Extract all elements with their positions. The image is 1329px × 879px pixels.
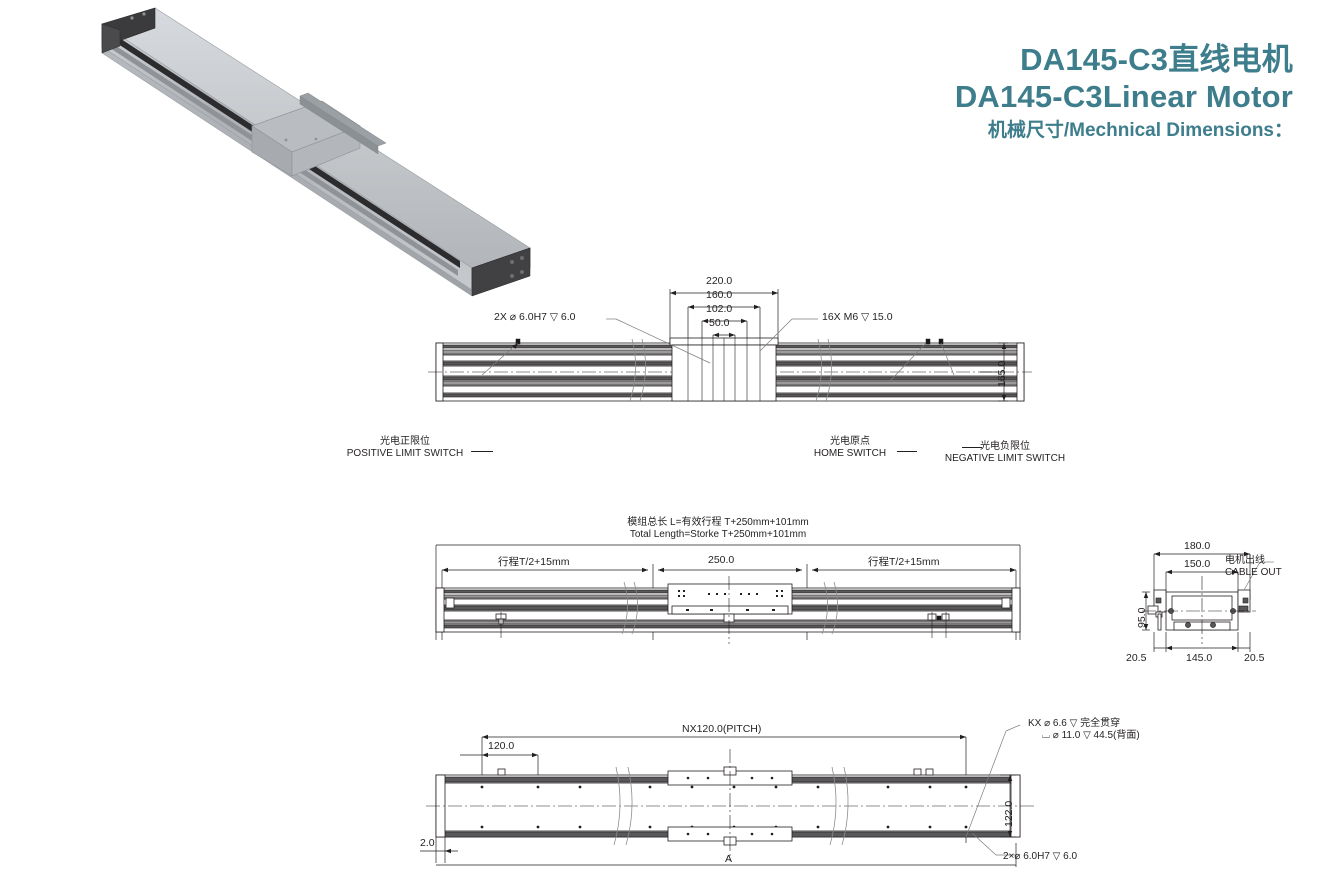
end-dim-95: 95.0	[1136, 607, 1148, 628]
page-title-en: DA145-C3Linear Motor	[954, 78, 1293, 114]
bottom-dim-label-a: A	[725, 853, 733, 865]
top-dim-165: 165.0	[996, 360, 1008, 387]
total-length-note: 模组总长 L=有效行程 T+250mm+101mm Total Length=S…	[603, 517, 833, 541]
product-photo	[60, 0, 590, 300]
end-dim-150: 150.0	[1184, 558, 1211, 570]
callout-home-switch-cn: 光电原点	[830, 436, 870, 447]
bottom-view-drawing: NX120.0(PITCH) 120.0 122.0 2.0 A	[420, 715, 1040, 875]
callout-cable-out-cn: 电机出线	[1225, 555, 1265, 566]
middle-dim-stroke-right: 行程T/2+15mm	[868, 556, 940, 568]
callout-cable-out: 电机出线 CABLE OUT	[1225, 555, 1282, 579]
callout-negative-limit-switch: 光电负限位 NEGATIVE LIMIT SWITCH	[937, 441, 1073, 465]
middle-dim-stroke-left: 行程T/2+15mm	[498, 556, 570, 568]
note-kx-counterbore: KX ⌀ 6.6 ▽ 完全贯穿 ⌴ ⌀ 11.0 ▽ 44.5(背面)	[1028, 718, 1140, 742]
top-dim-50: 50.0	[709, 317, 730, 329]
top-dim-220: 220.0	[706, 275, 733, 287]
bottom-dim-2: 2.0	[420, 837, 435, 849]
callout-home-leader-tick	[897, 451, 917, 452]
callout-negative-leader-tick	[962, 447, 982, 448]
end-view-drawing: 180.0 150.0 95.0 20.5 145.0 20.5	[1126, 540, 1310, 670]
top-dim-102: 102.0	[706, 303, 733, 315]
bottom-dim-122: 122.0	[1003, 800, 1015, 827]
callout-negative-limit-switch-cn: 光电负限位	[980, 441, 1030, 452]
callout-positive-leader-tick	[471, 451, 493, 452]
end-dim-20-5-right: 20.5	[1244, 652, 1265, 664]
callout-home-switch-en: HOME SWITCH	[813, 448, 887, 460]
title-block: DA145-C3直线电机 DA145-C3Linear Motor 机械尺寸/M…	[955, 42, 1293, 146]
callout-positive-limit-switch: 光电正限位 POSITIVE LIMIT SWITCH	[340, 436, 470, 460]
callout-positive-limit-switch-en: POSITIVE LIMIT SWITCH	[346, 448, 464, 460]
callout-home-switch: 光电原点 HOME SWITCH	[804, 436, 896, 460]
note-2x-dowel: 2X ⌀ 6.0H7 ▽ 6.0	[494, 311, 576, 323]
top-view-drawing: 220.0 160.0 102.0 50.0 165.0 2X ⌀ 6.0H7 …	[420, 275, 1040, 475]
callout-negative-limit-switch-en: NEGATIVE LIMIT SWITCH	[944, 453, 1066, 465]
top-dim-160: 160.0	[706, 289, 733, 301]
bottom-dim-120: 120.0	[488, 740, 515, 752]
end-dim-145: 145.0	[1186, 652, 1213, 664]
callout-cable-out-en: CABLE OUT	[1225, 567, 1282, 579]
callout-positive-limit-switch-cn: 光电正限位	[380, 436, 430, 447]
note-2x-dowel-bottom: 2×⌀ 6.0H7 ▽ 6.0	[1003, 851, 1078, 862]
page-title-cn: DA145-C3直线电机	[1020, 42, 1293, 77]
middle-dim-250: 250.0	[708, 554, 735, 566]
page-subtitle: 机械尺寸/Mechnical Dimensions：	[987, 120, 1293, 142]
total-length-note-en: Total Length=Storke T+250mm+101mm	[629, 529, 807, 541]
note-kx-line1: KX ⌀ 6.6 ▽ 完全贯穿	[1028, 718, 1121, 729]
bottom-dim-pitch: NX120.0(PITCH)	[682, 723, 762, 735]
middle-view-drawing: 行程T/2+15mm 250.0 行程T/2+15mm	[420, 540, 1040, 650]
total-length-note-cn: 模组总长 L=有效行程 T+250mm+101mm	[627, 517, 809, 528]
note-kx-line2: ⌴ ⌀ 11.0 ▽ 44.5(背面)	[1042, 730, 1140, 742]
note-16x-m6: 16X M6 ▽ 15.0	[822, 311, 893, 323]
end-dim-20-5-left: 20.5	[1126, 652, 1147, 664]
end-dim-180: 180.0	[1184, 540, 1211, 552]
